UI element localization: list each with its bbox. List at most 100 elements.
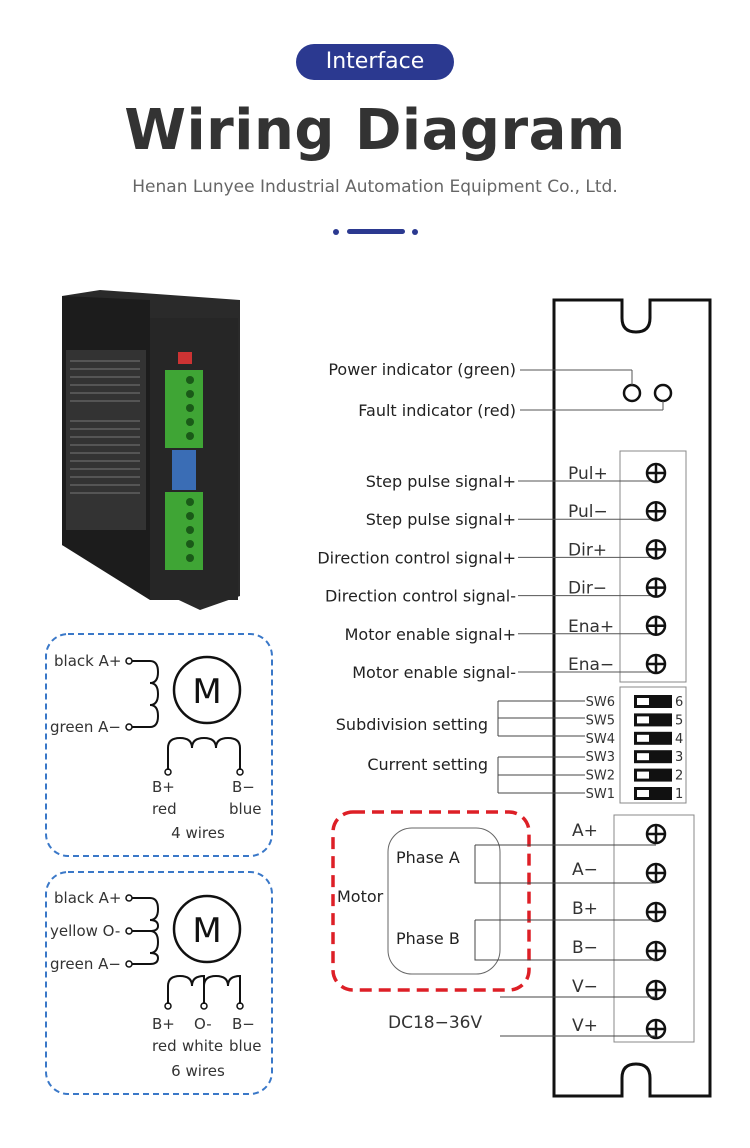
signal-terminal-block bbox=[619, 450, 687, 683]
m4-b-minus-dot bbox=[236, 768, 244, 776]
signal-label: Motor enable signal- bbox=[352, 663, 516, 682]
driver-outline bbox=[552, 298, 712, 1098]
m6-a-minus-dot bbox=[125, 960, 133, 968]
signal-label: Motor enable signal+ bbox=[345, 625, 516, 644]
current-setting-label: Current setting bbox=[367, 755, 488, 774]
m4-motor-symbol: M bbox=[192, 672, 221, 712]
terminal-screw-icon bbox=[645, 539, 667, 560]
signal-terminal-label: Pul+ bbox=[568, 464, 608, 484]
dip-switch-label: SW4 bbox=[586, 732, 615, 747]
signal-terminal-label: Pul− bbox=[568, 502, 608, 522]
subdivision-setting-label: Subdivision setting bbox=[336, 715, 488, 734]
dip-switch-toggle bbox=[634, 750, 672, 764]
m4-a-plus-label: black A+ bbox=[54, 652, 121, 670]
dip-switch-number: 6 bbox=[675, 695, 683, 710]
dip-switch-number: 4 bbox=[675, 732, 683, 747]
m6-o-mid-color: white bbox=[182, 1037, 223, 1055]
m6-motor-symbol: M bbox=[192, 911, 221, 951]
m6-motor-circle bbox=[172, 894, 242, 964]
m6-b-plus-dot bbox=[164, 1002, 172, 1010]
power-indicator-led bbox=[622, 383, 642, 403]
company-subtitle: Henan Lunyee Industrial Automation Equip… bbox=[132, 177, 618, 197]
phase-b-label: Phase B bbox=[396, 929, 460, 948]
m6-caption: 6 wires bbox=[171, 1062, 225, 1080]
m6-a-plus-label: black A+ bbox=[54, 889, 121, 907]
m6-b-plus-color: red bbox=[152, 1037, 177, 1055]
power-terminal-block bbox=[613, 814, 695, 1043]
m4-a-minus-dot bbox=[125, 723, 133, 731]
m4-a-minus-label: green A− bbox=[50, 718, 121, 736]
terminal-screw-icon bbox=[645, 462, 667, 484]
power-terminal-label: B− bbox=[572, 938, 598, 958]
terminal-screw-icon bbox=[645, 901, 667, 923]
dip-switch-label: SW1 bbox=[586, 787, 615, 802]
terminal-screw-icon bbox=[645, 979, 667, 1001]
motor-6wire-box bbox=[45, 871, 273, 1095]
dip-switch-number: 3 bbox=[675, 750, 683, 765]
m4-caption: 4 wires bbox=[171, 824, 225, 842]
m4-b-plus-dot bbox=[164, 768, 172, 776]
signal-terminal-label: Ena+ bbox=[568, 617, 614, 637]
terminal-screw-icon bbox=[645, 823, 667, 845]
m4-coil-b bbox=[167, 736, 241, 770]
m6-o-minus-dot bbox=[125, 927, 133, 935]
signal-label: Step pulse signal+ bbox=[366, 510, 516, 529]
m4-b-plus-color: red bbox=[152, 800, 177, 818]
m4-motor-circle bbox=[172, 655, 242, 725]
title-dot-left bbox=[333, 229, 339, 235]
dip-switch-label: SW6 bbox=[586, 695, 615, 710]
power-terminal-label: V− bbox=[572, 977, 598, 997]
power-supply-label: DC18−36V bbox=[388, 1013, 482, 1033]
signal-terminal-label: Dir− bbox=[568, 579, 607, 599]
power-terminal-label: V+ bbox=[572, 1016, 598, 1036]
m6-b-minus-dot bbox=[236, 1002, 244, 1010]
m6-a-minus-label: green A− bbox=[50, 955, 121, 973]
dip-switch-number: 1 bbox=[675, 787, 683, 802]
phase-wires bbox=[474, 844, 656, 961]
terminal-screw-icon bbox=[645, 940, 667, 962]
fault-indicator-label: Fault indicator (red) bbox=[358, 401, 516, 420]
terminal-screw-icon bbox=[645, 615, 667, 637]
dip-switch-label: SW2 bbox=[586, 769, 615, 784]
dip-switch-toggle bbox=[634, 731, 672, 745]
power-terminal-label: A+ bbox=[572, 821, 598, 841]
driver-product-image bbox=[62, 290, 240, 610]
motor-label: Motor bbox=[337, 887, 384, 906]
dip-switch-toggle bbox=[634, 787, 672, 800]
fault-indicator-led bbox=[653, 383, 673, 403]
dip-switch-toggle bbox=[634, 768, 672, 782]
m4-b-minus-label: B− bbox=[232, 778, 255, 796]
m6-o-mid-label: O- bbox=[194, 1015, 212, 1033]
signal-label: Direction control signal+ bbox=[317, 548, 516, 567]
dip-switch-block bbox=[619, 686, 687, 804]
m6-coil-b bbox=[167, 974, 241, 1004]
dip-switch-number: 5 bbox=[675, 713, 683, 728]
m6-o-mid-dot bbox=[200, 1002, 208, 1010]
terminal-screw-icon bbox=[645, 653, 667, 675]
m4-b-plus-label: B+ bbox=[152, 778, 175, 796]
terminal-screw-icon bbox=[645, 862, 667, 884]
signal-terminal-label: Dir+ bbox=[568, 540, 607, 560]
title-underline bbox=[347, 229, 405, 234]
m6-coil-a bbox=[132, 897, 160, 965]
m6-b-plus-label: B+ bbox=[152, 1015, 175, 1033]
terminal-screw-icon bbox=[645, 1018, 667, 1040]
m4-coil-a bbox=[132, 660, 160, 728]
motor-phase-box bbox=[387, 827, 501, 975]
dip-switch-label: SW5 bbox=[586, 713, 615, 728]
motor-4wire-box bbox=[45, 633, 273, 857]
terminal-screw-icon bbox=[645, 500, 667, 522]
power-terminal-label: B+ bbox=[572, 899, 598, 919]
dip-switch-number: 2 bbox=[675, 769, 683, 784]
dip-switch-label: SW3 bbox=[586, 750, 615, 765]
motor-dashed-box bbox=[331, 810, 531, 992]
m6-o-minus-label: yellow O- bbox=[50, 922, 120, 940]
power-terminal-label: A− bbox=[572, 860, 598, 880]
signal-label: Direction control signal- bbox=[325, 587, 516, 606]
dip-switch-toggle bbox=[634, 713, 672, 727]
phase-a-label: Phase A bbox=[396, 848, 460, 867]
interface-badge: Interface bbox=[296, 44, 454, 80]
terminal-screw-icon bbox=[645, 577, 667, 598]
setting-brackets bbox=[497, 700, 585, 794]
